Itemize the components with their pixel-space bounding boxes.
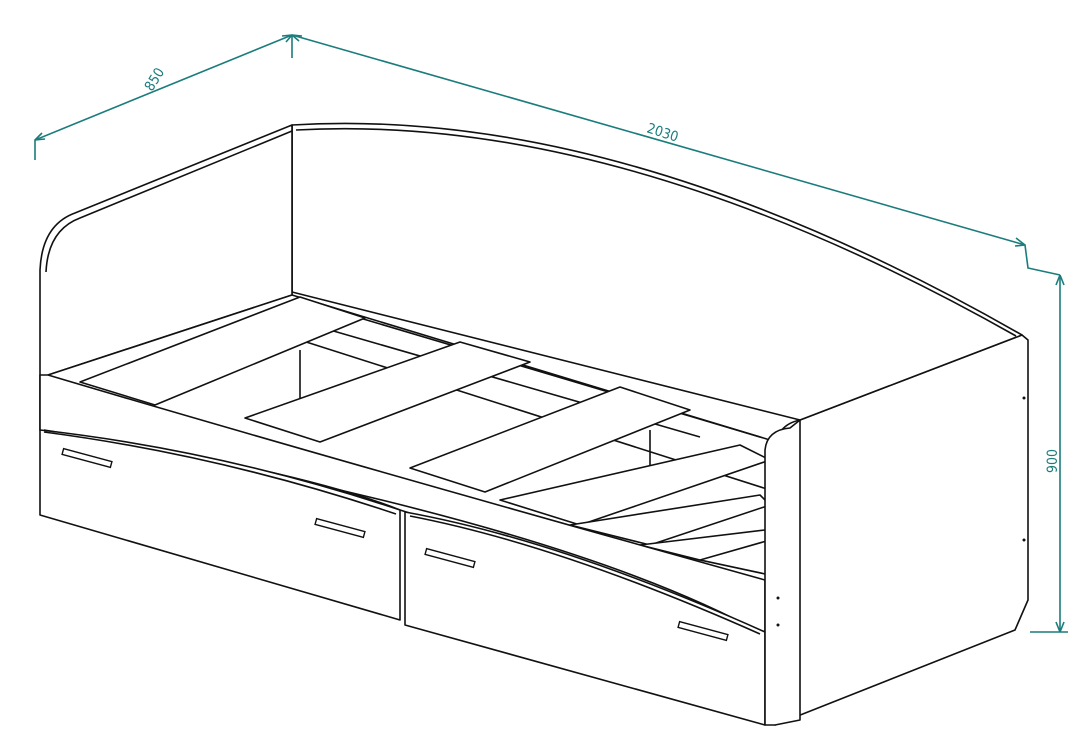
drawer-right[interactable] (404, 511, 766, 726)
dimension-height-label: 900 (1045, 449, 1061, 473)
drawer-handle[interactable] (424, 547, 476, 569)
drawer-handle[interactable] (314, 517, 366, 539)
dimension-height (1030, 274, 1068, 633)
drawer-left[interactable] (39, 429, 401, 621)
dimension-length (291, 34, 1061, 276)
dimension-depth-label: 850 (142, 65, 168, 94)
dimension-depth (34, 34, 293, 160)
left-side-panel (39, 124, 293, 431)
slats (79, 296, 771, 561)
right-front-panel (764, 419, 801, 726)
drawer-handle[interactable] (61, 447, 113, 469)
drawer-handle[interactable] (677, 620, 729, 642)
